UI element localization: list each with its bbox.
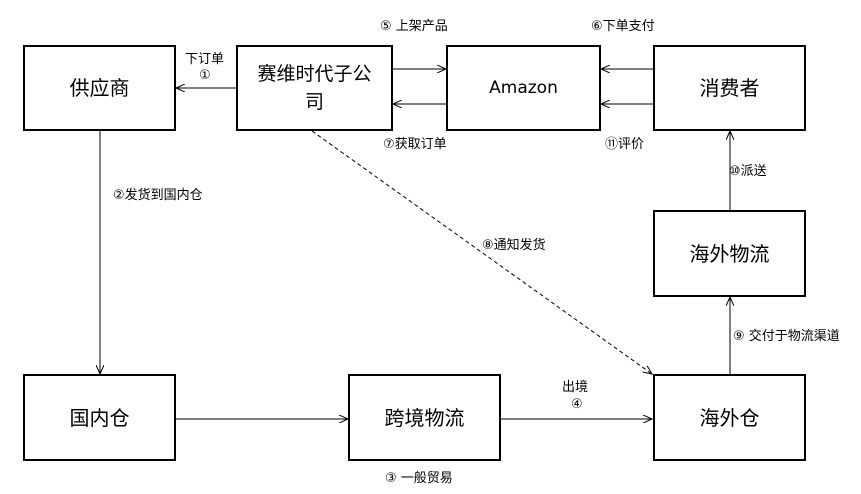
label-deliver-channel: ⑨ 交付于物流渠道 [733, 329, 840, 344]
label-order-pay: ⑥下单支付 [591, 19, 655, 34]
node-overseas-warehouse: 海外仓 [653, 374, 806, 461]
label-notify-ship: ⑧通知发货 [482, 238, 546, 253]
label-review: ⑪评价 [605, 137, 645, 152]
label-ship-domestic: ②发货到国内仓 [113, 188, 203, 203]
label-list-product: ⑤ 上架产品 [380, 19, 448, 34]
label-exit-num: ④ [571, 397, 583, 412]
label-dispatch: ⑩派送 [729, 164, 767, 179]
label-place-order-num: ① [199, 68, 211, 83]
label-exit: 出境 [562, 380, 589, 395]
node-amazon: Amazon [446, 45, 601, 131]
label-place-order: 下订单 [185, 52, 225, 67]
node-overseas-logistics: 海外物流 [653, 210, 806, 297]
node-domestic-warehouse: 国内仓 [23, 374, 176, 461]
label-general-trade: ③ 一般贸易 [385, 471, 453, 486]
label-get-order: ⑦获取订单 [383, 137, 447, 152]
node-cross-border-logistics: 跨境物流 [348, 374, 501, 461]
node-company: 赛维时代子公司 [236, 45, 393, 131]
node-consumer: 消费者 [653, 45, 806, 131]
node-supplier: 供应商 [23, 45, 176, 131]
